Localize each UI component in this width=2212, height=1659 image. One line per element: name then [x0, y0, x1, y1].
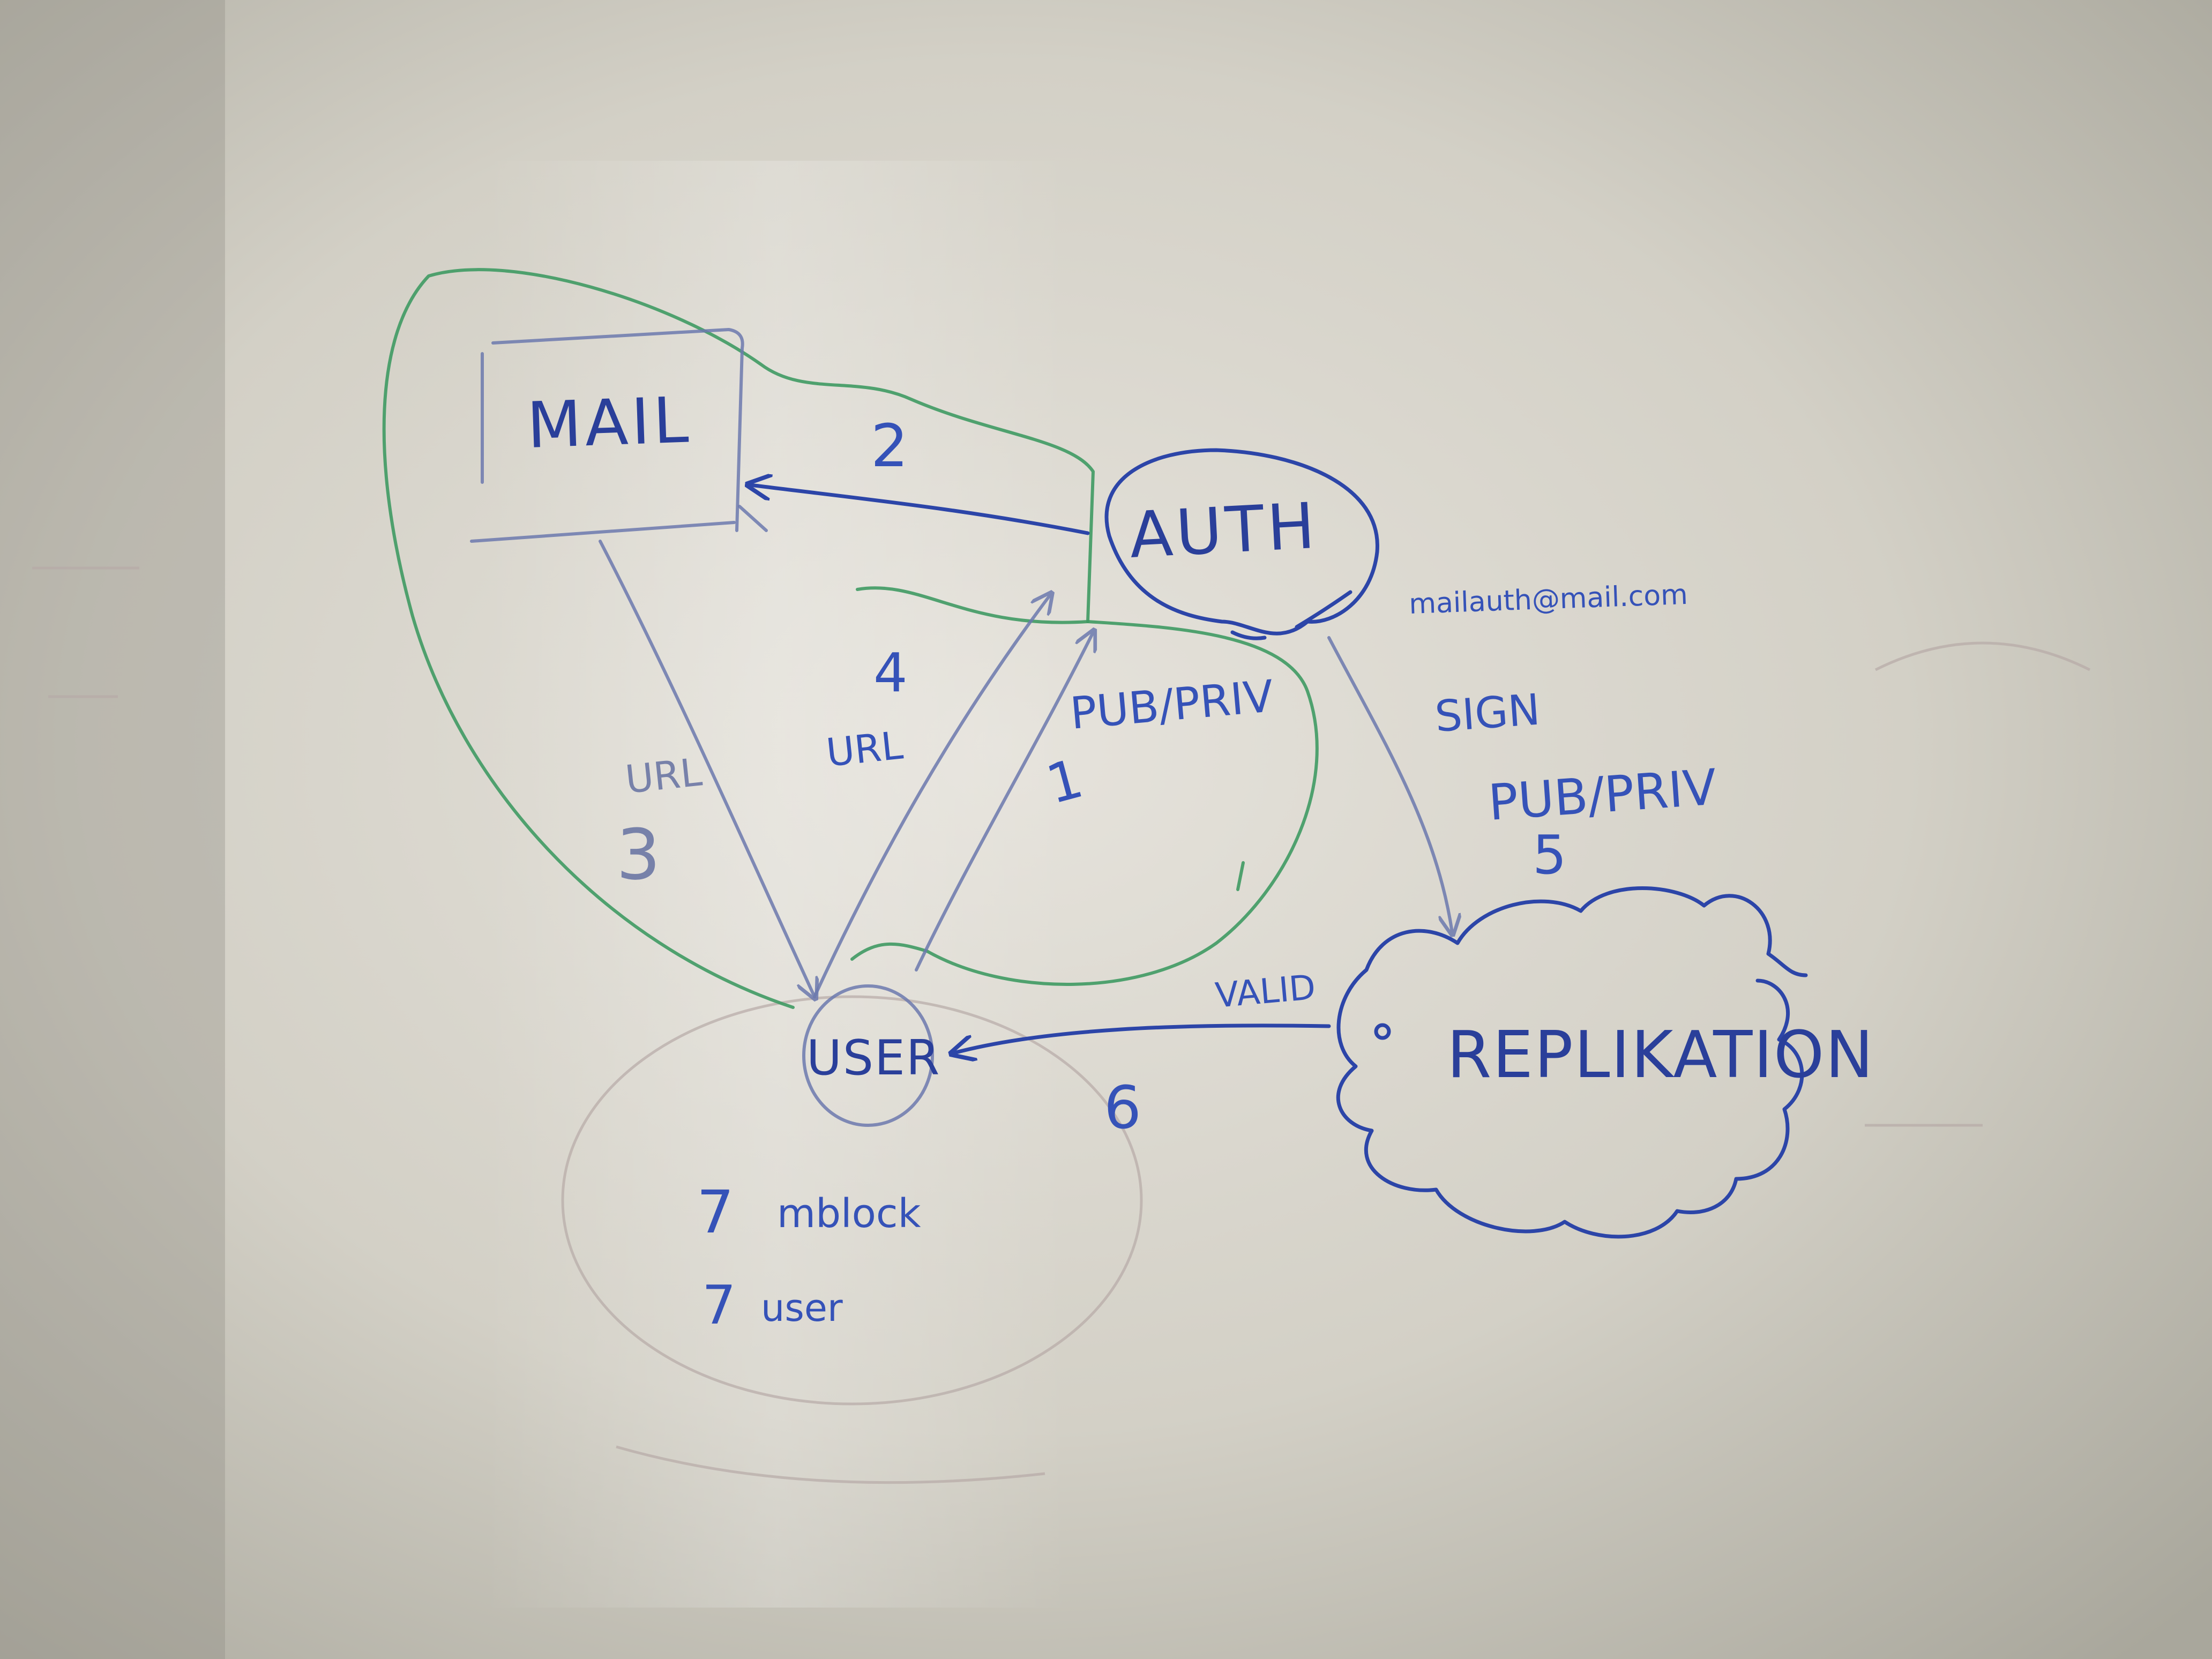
auth-circle-tail	[1230, 590, 1352, 640]
url-3-label: URL	[623, 749, 704, 802]
note-1-text: mblock	[777, 1191, 921, 1237]
step-5-label: 5	[1533, 824, 1567, 886]
erased-circle-mark	[561, 995, 1143, 1406]
arrow-replication-to-user	[954, 1023, 1331, 1053]
board-glare-streak	[482, 161, 1072, 1608]
step-2-label: 2	[871, 412, 908, 480]
mail-box	[470, 328, 744, 543]
arrow-mail-to-user	[599, 540, 814, 997]
board-shadow-left	[0, 0, 225, 1659]
step-3-label: 3	[616, 814, 661, 895]
note-2-number: 7	[702, 1274, 736, 1336]
green-outline-mail-group	[382, 268, 1095, 1009]
note-2-text: user	[761, 1286, 843, 1330]
erased-marks	[32, 566, 2091, 1484]
url-4-label: URL	[824, 722, 905, 775]
user-circle	[802, 984, 934, 1127]
step-4-label: 4	[873, 641, 908, 704]
replication-dot	[1374, 1023, 1391, 1040]
user-node-label: USER	[806, 1030, 940, 1086]
arrow-user-to-auth-pubpriv	[915, 632, 1093, 972]
mail-box-inner-hook	[738, 505, 768, 532]
green-outline-pubpriv	[850, 620, 1319, 986]
mail-node-label: MAIL	[526, 383, 693, 462]
auth-node-label: AUTH	[1127, 489, 1320, 572]
arrow-auth-to-mail	[750, 485, 1090, 535]
green-tick	[1236, 861, 1245, 891]
auth-circle	[1104, 448, 1379, 636]
valid-label: VALID	[1214, 968, 1317, 1016]
sign-label: SIGN	[1433, 684, 1542, 741]
note-1-number: 7	[697, 1178, 734, 1246]
arrow-auth-to-replication	[1327, 636, 1452, 932]
step-6-label: 6	[1104, 1073, 1141, 1142]
replication-node-label: REPLIKATION	[1447, 1018, 1874, 1093]
arrow-user-to-auth-url	[813, 595, 1050, 998]
